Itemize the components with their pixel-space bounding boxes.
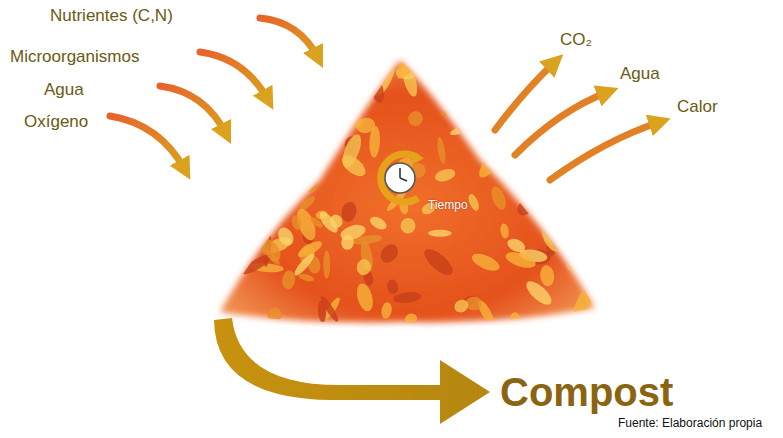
input-arrow — [260, 18, 318, 58]
pile-shape — [200, 40, 610, 330]
flow-label: Agua — [44, 80, 84, 100]
compost-pile: Tiempo — [200, 40, 610, 330]
source-note: Fuente: Elaboración propia — [618, 416, 762, 430]
output-arrow — [550, 122, 660, 180]
input-arrow — [160, 86, 226, 134]
result-label: Compost — [500, 370, 673, 415]
output-arrow — [515, 92, 608, 155]
flow-label: CO₂ — [560, 30, 592, 50]
time-label: Tiempo — [428, 198, 468, 212]
output-big-arrow — [214, 318, 490, 424]
flow-label: Microorganismos — [10, 47, 139, 67]
input-arrow — [110, 116, 185, 170]
clock-icon — [381, 152, 424, 202]
flow-label: Agua — [620, 64, 660, 84]
output-arrow — [495, 62, 555, 130]
flow-label: Calor — [677, 97, 718, 117]
flow-label: Nutrientes (C,N) — [50, 6, 173, 26]
flow-label: Oxígeno — [24, 112, 88, 132]
input-arrow — [200, 52, 268, 100]
